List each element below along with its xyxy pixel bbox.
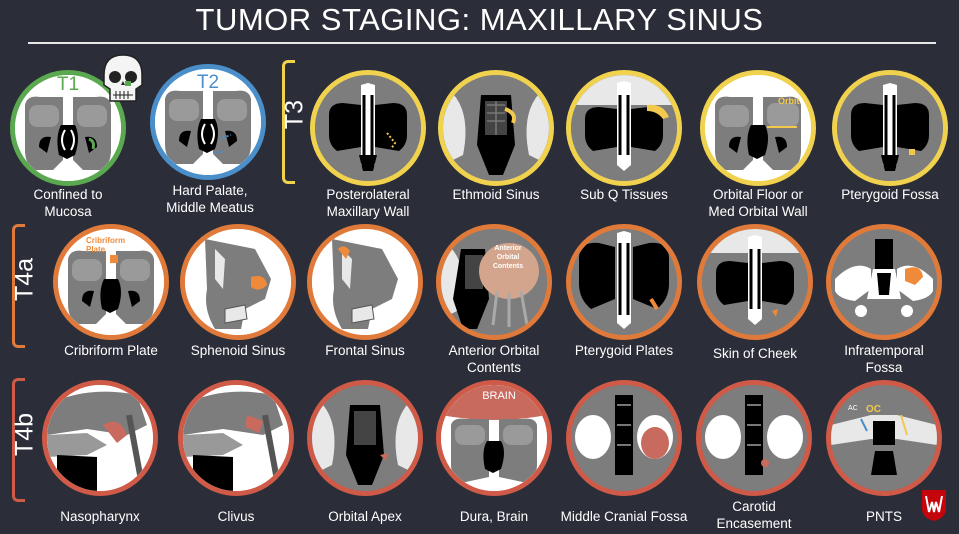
frontal-sinus-diagram [307, 224, 423, 340]
anterior-orbital-caption: Anterior Orbital Contents [448, 343, 540, 375]
dura-brain-caption: Dura, Brain [459, 509, 529, 524]
orbital-apex-caption: Orbital Apex [328, 509, 402, 524]
skull-icon [103, 54, 143, 102]
carotid-encasement-caption: Carotid Encasement [716, 499, 792, 531]
sphenoid-sinus-caption: Sphenoid Sinus [190, 343, 286, 358]
sphenoid-sinus-diagram [180, 224, 296, 340]
t3-bracket [282, 60, 295, 184]
t4b-bracket [12, 378, 25, 502]
orbital-apex-diagram [307, 380, 423, 496]
pterygoid-plates-caption: Pterygoid Plates [574, 343, 674, 358]
t1-badge: T1 [56, 74, 80, 95]
infratemporal-fossa-caption: Infratemporal Fossa [844, 343, 924, 375]
brain-inset-label: BRAIN [482, 390, 516, 402]
university-shield-icon [922, 490, 946, 521]
t4a-label: T4a [10, 257, 39, 302]
frontal-sinus-caption: Frontal Sinus [325, 343, 405, 358]
t4a-bracket [12, 224, 25, 348]
anterior-orbital-inset: Anterior Orbital Contents [492, 245, 524, 270]
t2-badge: T2 [196, 72, 220, 93]
nasopharynx-diagram [42, 380, 158, 496]
t2-caption: Hard Palate, Middle Meatus [166, 183, 254, 215]
middle-cranial-fossa-diagram [566, 380, 682, 496]
skin-of-cheek-diagram [697, 224, 813, 340]
pnts-oc-label: OC [866, 404, 881, 415]
orbital-floor-diagram [700, 70, 816, 186]
t1-caption: Confined to Mucosa [33, 187, 103, 219]
title-divider [28, 42, 936, 44]
nasopharynx-caption: Nasopharynx [60, 509, 140, 524]
t4b-label: T4b [10, 412, 39, 457]
pnts-ac-label: AC [848, 405, 858, 412]
t1-diagram [10, 70, 126, 186]
clivus-diagram [178, 380, 294, 496]
dura-brain-diagram [436, 380, 552, 496]
ethmoid-sinus-caption: Ethmoid Sinus [452, 187, 540, 202]
pnts-caption: PNTS [865, 509, 902, 524]
t3-label: T3 [280, 99, 309, 130]
infratemporal-fossa-diagram [826, 224, 942, 340]
pterygoid-plates-diagram [566, 224, 682, 340]
subq-tissues-caption: Sub Q Tissues [580, 187, 668, 202]
orbital-floor-caption: Orbital Floor or Med Orbital Wall [708, 187, 808, 219]
carotid-encasement-diagram [696, 380, 812, 496]
cribriform-plate-diagram [53, 224, 169, 340]
middle-cranial-fossa-caption: Middle Cranial Fossa [560, 509, 688, 524]
posterolateral-wall-caption: Posterolateral Maxillary Wall [326, 187, 410, 219]
clivus-caption: Clivus [217, 509, 255, 524]
orbit-inset-label: Orbit [778, 96, 800, 106]
pnts-diagram [826, 380, 942, 496]
ethmoid-sinus-diagram [438, 70, 554, 186]
pterygoid-fossa-caption: Pterygoid Fossa [841, 187, 939, 202]
posterolateral-wall-diagram [310, 70, 426, 186]
cribriform-plate-caption: Cribriform Plate [64, 343, 158, 358]
pterygoid-fossa-diagram [832, 70, 948, 186]
subq-tissues-diagram [566, 70, 682, 186]
cribriform-inset-label: Cribriform Plate [86, 236, 126, 254]
anterior-orbital-diagram [436, 224, 552, 340]
skin-of-cheek-caption: Skin of Cheek [712, 346, 798, 361]
page-title: TUMOR STAGING: MAXILLARY SINUS [195, 2, 764, 37]
t2-diagram [150, 64, 266, 180]
